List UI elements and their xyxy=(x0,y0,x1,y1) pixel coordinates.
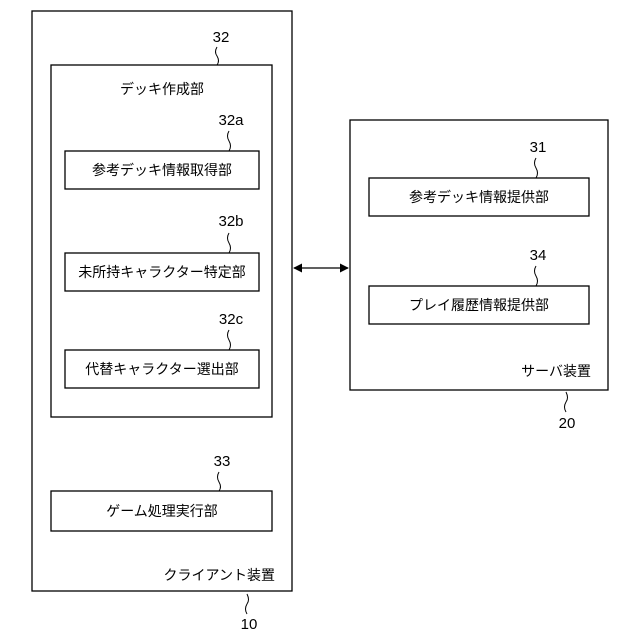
leader-line-32c xyxy=(228,330,231,350)
game-processing-execution-unit: ゲーム処理実行部 33 xyxy=(51,453,272,531)
leader-line-33 xyxy=(218,472,221,491)
ref-number-32a: 32a xyxy=(218,112,244,129)
play-history-info-provision-unit: プレイ履歴情報提供部 34 xyxy=(369,247,589,324)
leader-line-34 xyxy=(535,266,538,286)
leader-line-31 xyxy=(535,158,538,178)
ref-number-32: 32 xyxy=(213,29,230,46)
substitute-character-selection-unit: 代替キャラクター選出部 32c xyxy=(65,311,259,388)
ref-number-20: 20 xyxy=(559,415,576,432)
ref-number-31: 31 xyxy=(530,139,547,156)
substitute-character-selection-label: 代替キャラクター選出部 xyxy=(85,362,238,378)
leader-line-32 xyxy=(216,47,219,65)
reference-deck-info-acquisition-unit: 参考デッキ情報取得部 32a xyxy=(65,112,259,189)
ref-number-33: 33 xyxy=(214,453,231,470)
reference-deck-info-provision-unit: 参考デッキ情報提供部 31 xyxy=(369,139,589,216)
deck-creation-unit-label: デッキ作成部 xyxy=(120,81,204,98)
ref-number-32b: 32b xyxy=(218,213,243,230)
unowned-character-identification-unit: 未所持キャラクター特定部 32b xyxy=(65,213,259,291)
client-device: クライアント装置 10 xyxy=(32,11,292,633)
ref-number-10: 10 xyxy=(241,616,258,633)
play-history-info-provision-label: プレイ履歴情報提供部 xyxy=(409,298,549,314)
reference-deck-info-provision-label: 参考デッキ情報提供部 xyxy=(409,189,549,206)
leader-line-20 xyxy=(565,392,568,412)
ref-number-34: 34 xyxy=(530,247,547,264)
server-device: サーバ装置 20 xyxy=(350,120,608,432)
leader-line-32a xyxy=(228,131,231,151)
server-device-label: サーバ装置 xyxy=(521,364,591,380)
leader-line-10 xyxy=(246,594,249,614)
ref-number-32c: 32c xyxy=(219,311,244,328)
game-processing-execution-label: ゲーム処理実行部 xyxy=(106,504,218,520)
unowned-character-identification-label: 未所持キャラクター特定部 xyxy=(78,265,245,281)
reference-deck-info-acquisition-label: 参考デッキ情報取得部 xyxy=(92,162,232,179)
leader-line-32b xyxy=(228,233,231,253)
client-device-label: クライアント装置 xyxy=(164,568,275,584)
